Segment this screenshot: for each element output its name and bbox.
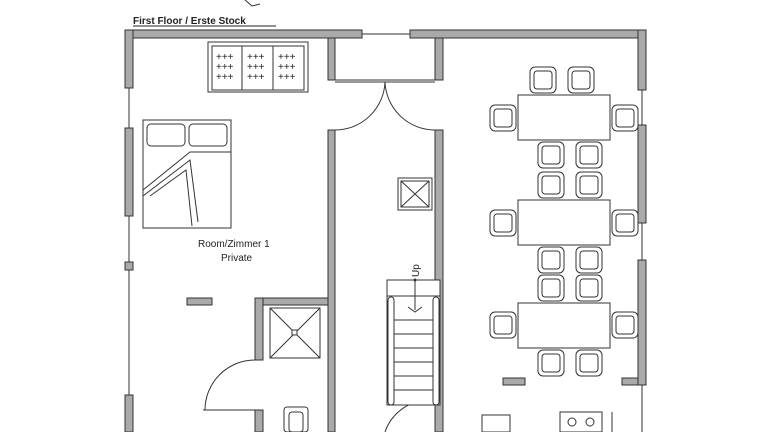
- toilet: [283, 406, 309, 432]
- room-type: Private: [221, 253, 253, 264]
- chair: [537, 171, 565, 199]
- chair: [537, 246, 565, 274]
- chair-seat: [541, 145, 561, 165]
- chair: [575, 349, 603, 377]
- svg-text:+++: +++: [247, 62, 265, 73]
- chair-seat: [541, 353, 561, 373]
- chair-seat: [493, 108, 513, 128]
- svg-text:+++: +++: [278, 62, 296, 73]
- chair-seat: [579, 250, 599, 270]
- chair: [575, 246, 603, 274]
- chair: [611, 311, 639, 339]
- chair-seat: [579, 145, 599, 165]
- chair-seat: [493, 213, 513, 233]
- chair-seat: [579, 175, 599, 195]
- sofa: +++++++++ +++++++++ +++++++++: [207, 41, 309, 93]
- chair: [489, 209, 517, 237]
- svg-text:+++: +++: [247, 72, 265, 83]
- chair-seat: [541, 278, 561, 298]
- chair: [575, 141, 603, 169]
- chair-seat: [579, 353, 599, 373]
- chair-seat: [541, 175, 561, 195]
- chair-seat: [615, 108, 635, 128]
- chair: [537, 141, 565, 169]
- skylight: [397, 177, 433, 211]
- chair-seat: [533, 70, 553, 90]
- room-name: Room/Zimmer 1: [198, 239, 270, 250]
- svg-text:+++: +++: [278, 52, 296, 63]
- plan-title: First Floor / Erste Stock: [133, 16, 246, 27]
- svg-text:+++: +++: [247, 52, 265, 63]
- chair: [575, 274, 603, 302]
- chair: [529, 66, 557, 94]
- chair-seat: [493, 315, 513, 335]
- chair: [567, 66, 595, 94]
- chair-seat: [579, 278, 599, 298]
- kitchen-units: [481, 411, 613, 432]
- chair: [611, 104, 639, 132]
- stair-up-label: Up: [411, 264, 422, 277]
- chair-seat: [615, 315, 635, 335]
- dining-tables: [517, 94, 611, 349]
- svg-text:+++: +++: [278, 72, 296, 83]
- chair: [611, 209, 639, 237]
- chair-seat: [615, 213, 635, 233]
- compass-fragment: [244, 0, 261, 7]
- chairs: [489, 66, 639, 377]
- shower: [269, 307, 321, 359]
- staircase: [386, 278, 441, 406]
- svg-text:+++: +++: [216, 62, 234, 73]
- chair: [537, 274, 565, 302]
- chair: [537, 349, 565, 377]
- chair: [489, 311, 517, 339]
- svg-text:+++: +++: [216, 72, 234, 83]
- chair-seat: [541, 250, 561, 270]
- chair: [489, 104, 517, 132]
- svg-text:+++: +++: [216, 52, 234, 63]
- chair: [575, 171, 603, 199]
- bed: [142, 119, 232, 229]
- chair-seat: [571, 70, 591, 90]
